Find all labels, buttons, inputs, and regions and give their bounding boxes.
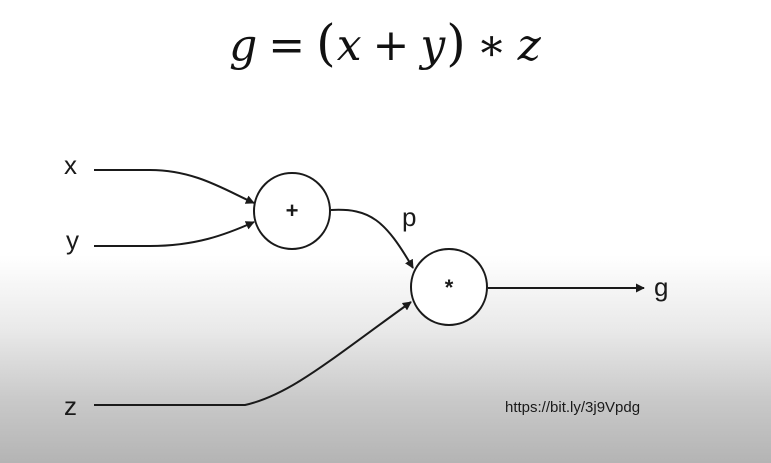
input-label-y: y — [66, 225, 79, 255]
output-label-g: g — [654, 272, 668, 302]
multiply-node: * — [410, 248, 488, 326]
multiply-node-symbol: * — [445, 275, 454, 300]
equation-x: x — [336, 20, 363, 71]
equation: g=(x+y)∗z — [0, 14, 771, 72]
add-node: + — [253, 172, 331, 250]
source-link: https://bit.ly/3j9Vpdg — [505, 399, 641, 416]
edge-x-to-add — [94, 169, 255, 204]
input-label-x: x — [64, 150, 77, 180]
equation-g: g — [229, 20, 259, 71]
edge-add-to-multiply — [330, 208, 414, 269]
edge-z-to-multiply — [94, 301, 412, 406]
equation-rparen: ) — [446, 14, 467, 72]
equation-y: y — [420, 20, 447, 71]
input-label-z: z — [64, 391, 77, 421]
equation-plus: + — [372, 20, 411, 71]
equation-equals: = — [268, 20, 307, 71]
equation-lparen: ( — [316, 14, 337, 72]
multiply-node-circle — [410, 248, 488, 326]
intermediate-label-p: p — [402, 202, 416, 232]
edge-y-to-add — [94, 221, 255, 247]
add-node-circle — [253, 172, 331, 250]
equation-times: ∗ — [476, 20, 508, 71]
equation-z: z — [517, 20, 542, 71]
add-node-symbol: + — [286, 198, 299, 223]
